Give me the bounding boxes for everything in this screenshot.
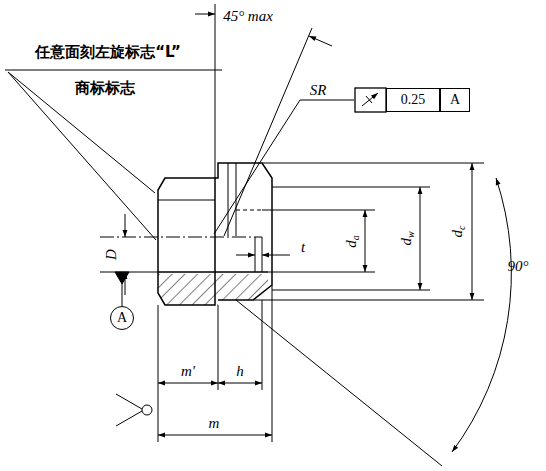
note-text: 商标标志 (75, 81, 135, 96)
dimension-label: h (236, 364, 244, 379)
dimension-label: m (209, 416, 220, 431)
dimension-label: m' (181, 364, 195, 379)
node-text: 0.25 (401, 93, 426, 107)
node-text: A (117, 311, 127, 325)
tolerance-value-cell: 0.25 (386, 88, 440, 112)
note-text: 任意面刻左旋标志“L” (35, 45, 181, 60)
dimension-label: t (301, 240, 305, 255)
dimension-label: dw (398, 231, 415, 245)
angle-dimension: 90° (508, 259, 529, 274)
angle-dimension: 45° max (223, 9, 273, 24)
dimension-label: D (104, 249, 119, 260)
dimension-label: dc (450, 225, 467, 237)
datum-circle: A (110, 306, 134, 330)
datum-reference-cell: A (440, 88, 470, 112)
radius-label: SR (310, 83, 327, 98)
node-text: A (450, 93, 460, 107)
dimension-label: da (344, 235, 361, 248)
